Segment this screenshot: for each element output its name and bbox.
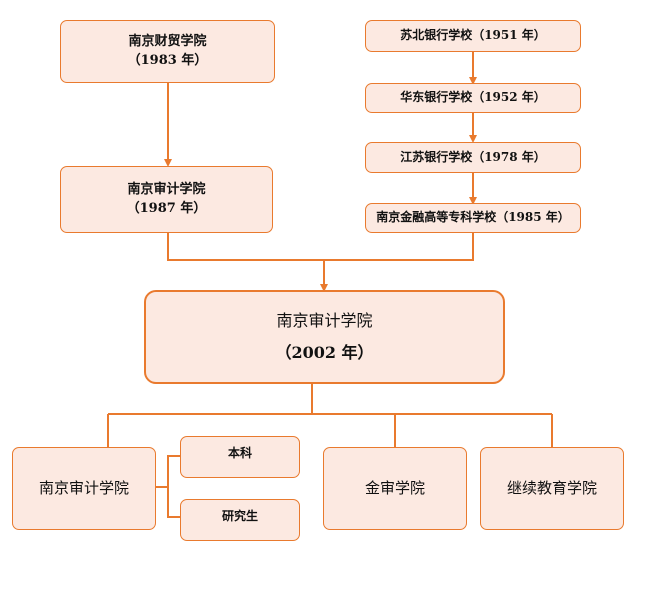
- node-jinrong-name: 南京金融高等专科学校（1985 年）: [376, 210, 570, 225]
- node-sub-yanjiusheng-label: 研究生: [221, 509, 258, 523]
- node-division-shenji-name: 南京审计学院: [38, 478, 129, 497]
- node-division-shenji: 南京审计学院: [12, 447, 156, 530]
- sub-bracket: [167, 455, 180, 518]
- node-main-2002: 南京审计学院 （2002 年）: [144, 290, 505, 384]
- node-caimao-1983: 南京财贸学院 （1983 年）: [60, 20, 275, 83]
- node-main-year: （2002 年）: [275, 343, 374, 362]
- node-jiangsu-1978: 江苏银行学校（1978 年）: [365, 142, 581, 173]
- node-huadong-name: 华东银行学校（1952 年）: [400, 90, 546, 105]
- node-shenji-1987: 南京审计学院 （1987 年）: [60, 166, 273, 233]
- node-jiangsu-name: 江苏银行学校（1978 年）: [400, 149, 546, 164]
- node-sub-yanjiusheng: 研究生: [180, 499, 300, 541]
- node-caimao-year: （1983 年）: [127, 52, 208, 68]
- node-caimao-name: 南京财贸学院: [128, 33, 207, 49]
- node-division-jixu-name: 继续教育学院: [506, 478, 597, 497]
- merge-line: [167, 233, 474, 261]
- node-jinrong-1985: 南京金融高等专科学校（1985 年）: [365, 203, 581, 233]
- node-subei-1951: 苏北银行学校（1951 年）: [365, 20, 581, 52]
- node-division-jixu: 继续教育学院: [480, 447, 624, 530]
- node-sub-benke-label: 本科: [227, 446, 252, 460]
- node-huadong-1952: 华东银行学校（1952 年）: [365, 83, 581, 113]
- node-sub-benke: 本科: [180, 436, 300, 478]
- node-shenji1987-name: 南京审计学院: [127, 181, 206, 197]
- node-main-name: 南京审计学院: [276, 311, 373, 330]
- node-subei-name: 苏北银行学校（1951 年）: [400, 28, 546, 43]
- node-division-jinshen: 金审学院: [323, 447, 467, 530]
- node-shenji1987-year: （1987 年）: [126, 200, 207, 216]
- node-division-jinshen-name: 金审学院: [364, 478, 425, 497]
